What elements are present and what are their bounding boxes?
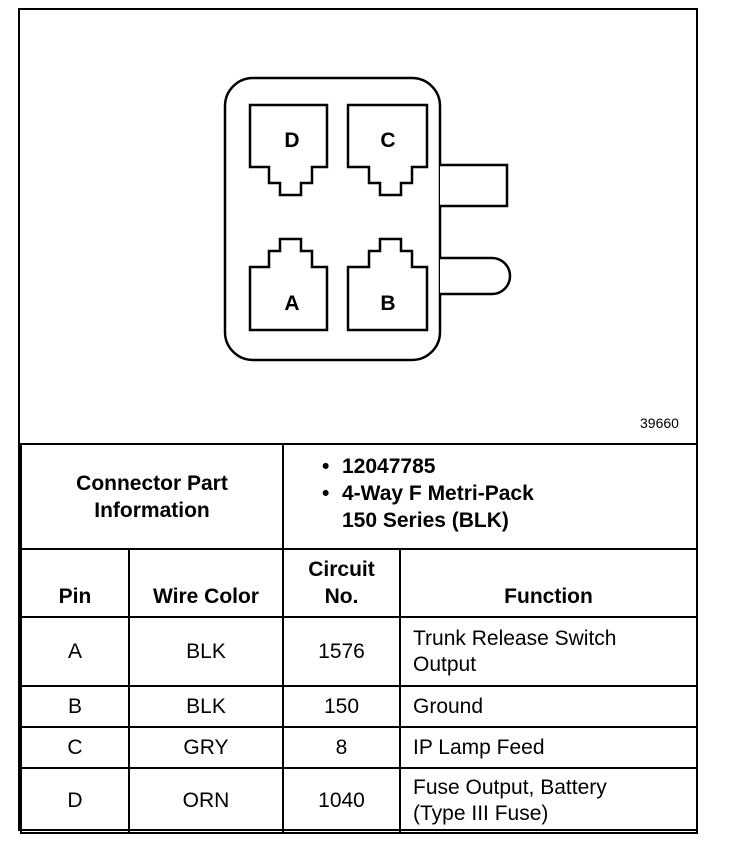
figure-number: 39660 bbox=[640, 415, 679, 431]
connector-info-table: Connector Part Information • 12047785 • … bbox=[20, 443, 698, 550]
circuit-cell: 1040 bbox=[282, 767, 401, 834]
connector-series: 150 Series (BLK) bbox=[342, 509, 509, 532]
bullet: • bbox=[322, 455, 330, 478]
cavity-c bbox=[346, 103, 429, 197]
header-circuit-line1: Circuit bbox=[308, 558, 375, 581]
function-line2: Output bbox=[413, 652, 477, 676]
pin-cell: B bbox=[20, 685, 130, 728]
cavity-label-a: A bbox=[284, 292, 299, 315]
wire-color-cell: BLK bbox=[128, 616, 284, 687]
connector-info-item: • 12047785 bbox=[284, 453, 696, 480]
connector-diagram: D C A B 39660 bbox=[20, 10, 696, 443]
function-cell: Trunk Release Switch Output bbox=[399, 616, 698, 687]
part-number: 12047785 bbox=[342, 455, 436, 478]
table-row: D ORN 1040 Fuse Output, Battery (Type II… bbox=[20, 767, 698, 834]
header-function: Function bbox=[399, 548, 698, 618]
connector-info-item: 150 Series (BLK) bbox=[284, 507, 696, 534]
connector-info-label-line1: Connector Part bbox=[76, 471, 228, 495]
connector-face-drawing: D C A B bbox=[223, 76, 512, 362]
bullet: • bbox=[322, 482, 330, 505]
wire-color-cell: BLK bbox=[128, 685, 284, 728]
latch-tab-square bbox=[440, 163, 509, 208]
pin-cell: C bbox=[20, 726, 130, 769]
cavity-a bbox=[248, 237, 329, 332]
pin-cell: D bbox=[20, 767, 130, 834]
table-row: A BLK 1576 Trunk Release Switch Output bbox=[20, 616, 698, 687]
connector-info-label: Connector Part Information bbox=[20, 443, 284, 550]
circuit-cell: 150 bbox=[282, 685, 401, 728]
wire-color-cell: GRY bbox=[128, 726, 284, 769]
header-wire-color: Wire Color bbox=[128, 548, 284, 618]
circuit-cell: 8 bbox=[282, 726, 401, 769]
header-circuit: Circuit No. bbox=[282, 548, 401, 618]
cavity-b bbox=[346, 237, 429, 332]
function-line1: Fuse Output, Battery bbox=[413, 775, 607, 799]
cavity-label-c: C bbox=[380, 129, 395, 152]
wire-color-cell: ORN bbox=[128, 767, 284, 834]
cavity-label-b: B bbox=[380, 292, 395, 315]
function-line1: Trunk Release Switch bbox=[413, 626, 617, 650]
header-circuit-line2: No. bbox=[324, 585, 359, 608]
connector-info-label-line2: Information bbox=[94, 498, 210, 522]
connector-info-list: • 12047785 • 4-Way F Metri-Pack 150 Seri… bbox=[282, 443, 698, 550]
function-cell: IP Lamp Feed bbox=[399, 726, 698, 769]
table-row: B BLK 150 Ground bbox=[20, 685, 698, 728]
table-row: C GRY 8 IP Lamp Feed bbox=[20, 726, 698, 769]
connector-info-item: • 4-Way F Metri-Pack bbox=[284, 480, 696, 507]
cavity-label-d: D bbox=[284, 129, 299, 152]
pin-cell: A bbox=[20, 616, 130, 687]
pin-table-header: Pin Wire Color Circuit No. Function bbox=[20, 548, 698, 618]
circuit-cell: 1576 bbox=[282, 616, 401, 687]
connector-type: 4-Way F Metri-Pack bbox=[342, 482, 534, 505]
connector-sheet: D C A B 39660 Connector Part Information… bbox=[18, 8, 698, 834]
function-cell: Ground bbox=[399, 685, 698, 728]
function-cell: Fuse Output, Battery (Type III Fuse) bbox=[399, 767, 698, 834]
function-line2: (Type III Fuse) bbox=[413, 801, 549, 825]
latch-tab-rounded bbox=[440, 256, 512, 296]
bullet bbox=[322, 507, 342, 534]
header-pin: Pin bbox=[20, 548, 130, 618]
cavity-d bbox=[248, 103, 329, 197]
pin-table: Pin Wire Color Circuit No. Function A BL… bbox=[20, 548, 698, 834]
